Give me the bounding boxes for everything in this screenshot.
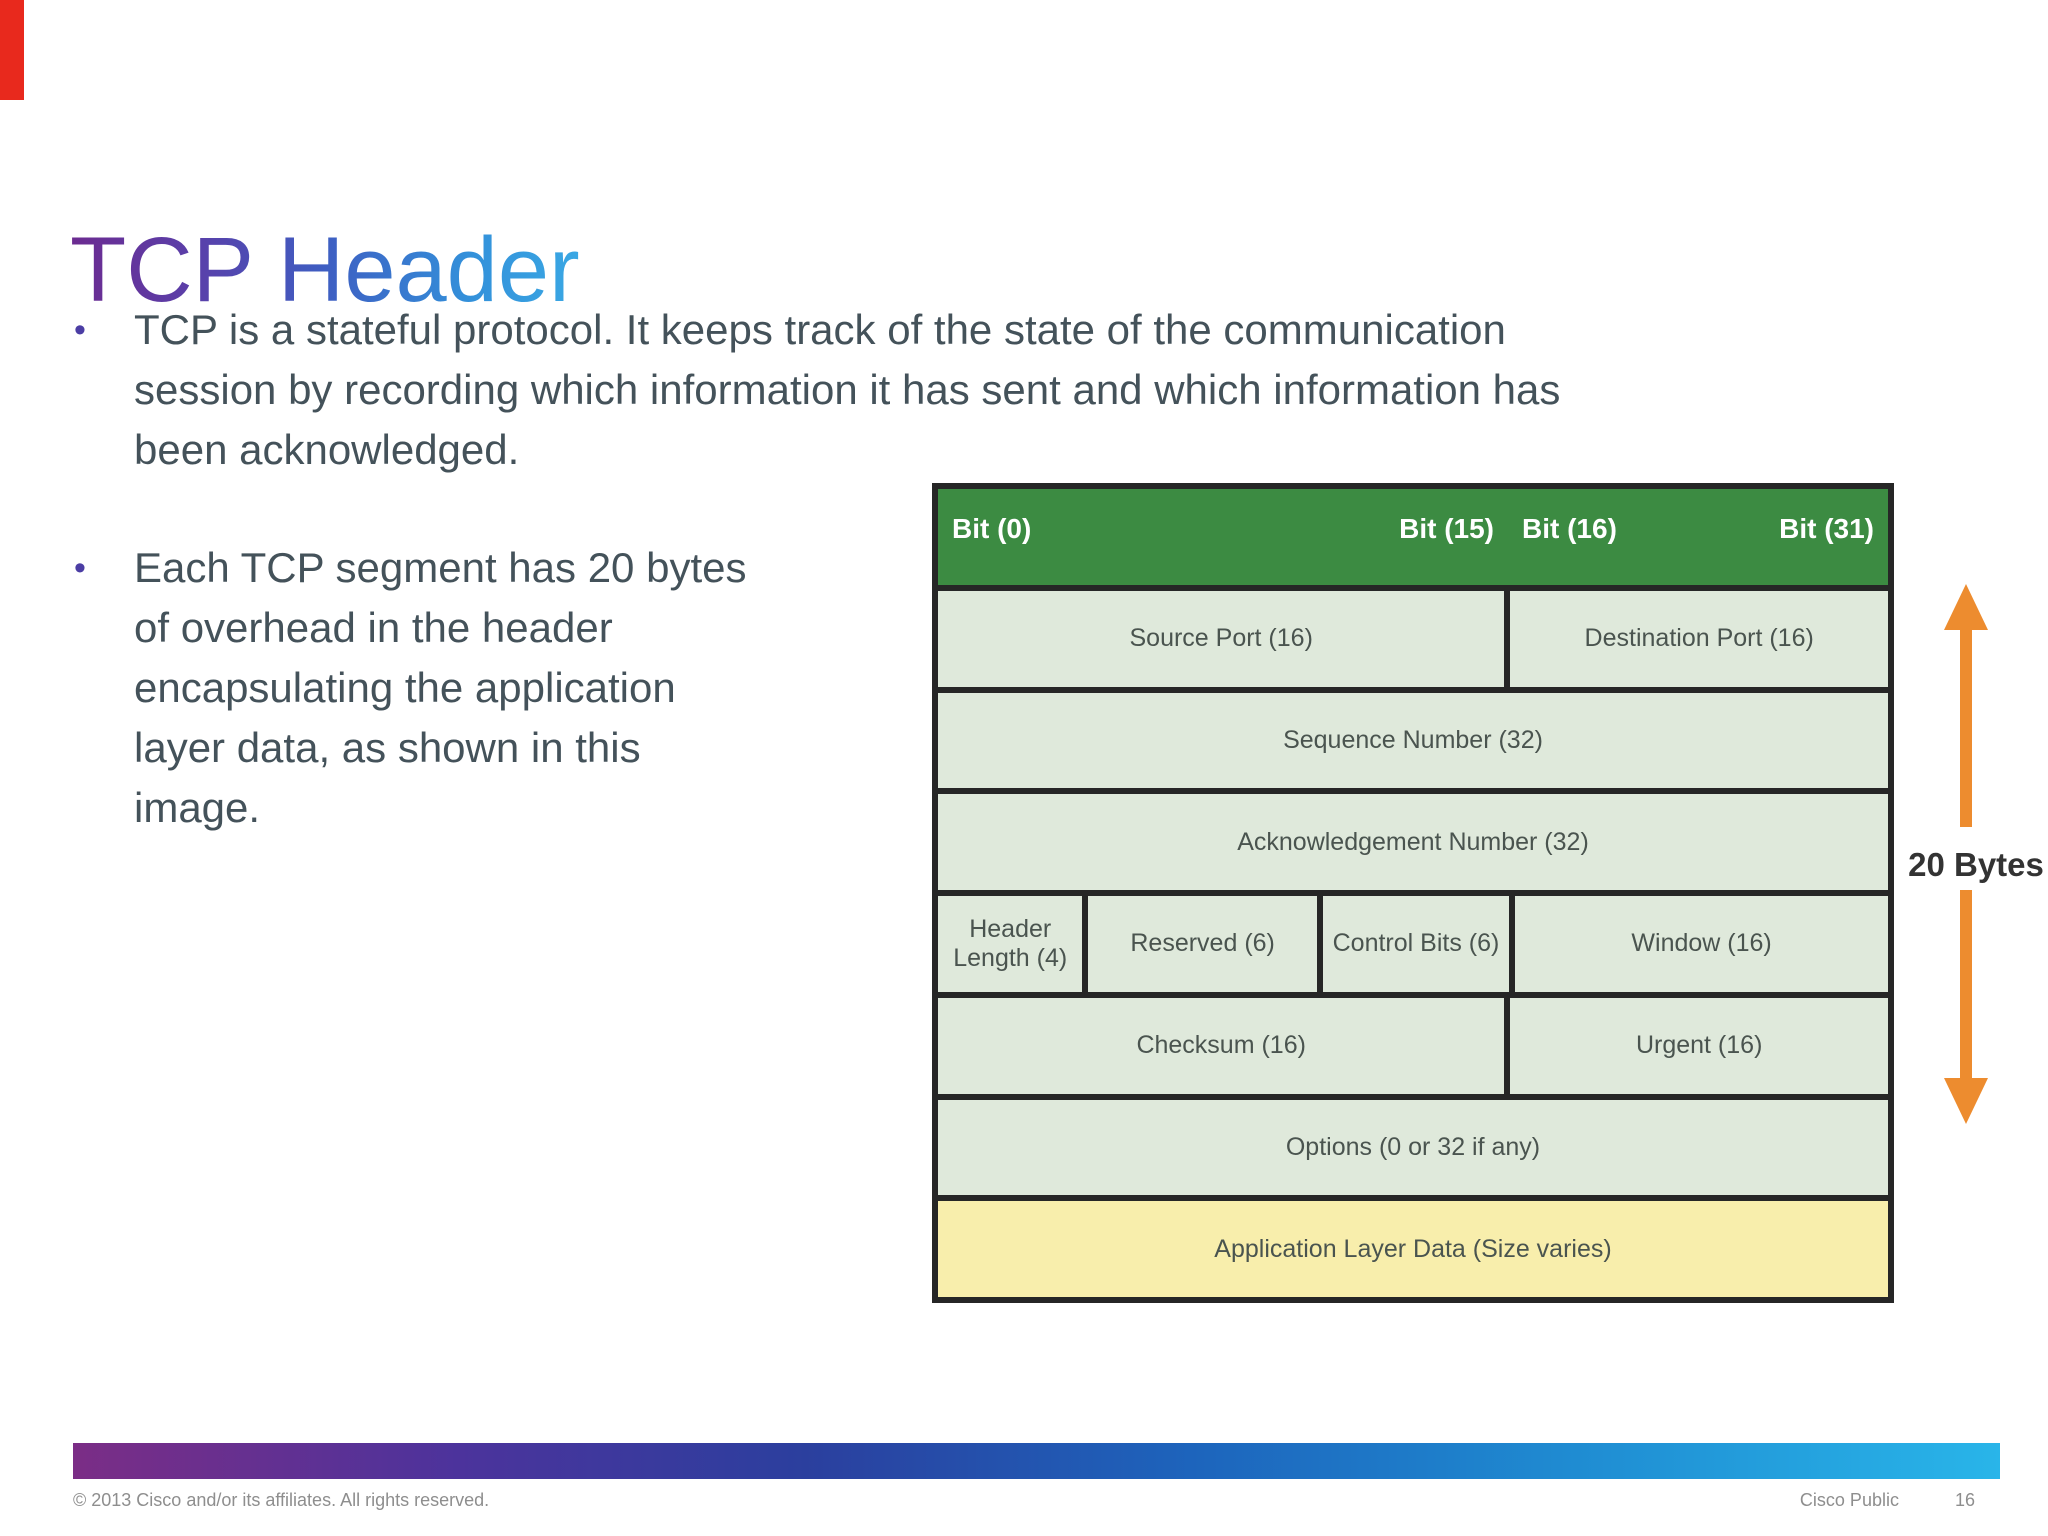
diagram-row-sequence: Sequence Number (32) <box>938 692 1888 789</box>
footer-right-group: Cisco Public 16 <box>1800 1490 1975 1511</box>
field-options: Options (0 or 32 if any) <box>938 1099 1888 1196</box>
field-control-bits: Control Bits (6) <box>1322 896 1510 992</box>
footer-copyright: © 2013 Cisco and/or its affiliates. All … <box>73 1490 490 1510</box>
diagram-row-checksum: Checksum (16) Urgent (16) <box>938 997 1888 1094</box>
bullet-marker: • <box>74 311 86 349</box>
diagram-row-options: Options (0 or 32 if any) <box>938 1099 1888 1196</box>
footer-classification: Cisco Public <box>1799 1490 1899 1510</box>
footer-gradient-bar <box>73 1443 2000 1479</box>
field-sequence-number: Sequence Number (32) <box>938 692 1888 789</box>
diagram-row-application-data: Application Layer Data (Size varies) <box>938 1201 1888 1297</box>
bullet-item: • TCP is a stateful protocol. It keeps t… <box>74 300 1560 480</box>
diagram-row-acknowledgement: Acknowledgement Number (32) <box>938 794 1888 890</box>
bullet-item: • Each TCP segment has 20 bytes of overh… <box>74 538 746 838</box>
footer-page-number: 16 <box>1954 1490 1975 1510</box>
field-destination-port: Destination Port (16) <box>1510 590 1888 687</box>
bit31-label: Bit (31) <box>1779 512 1874 544</box>
field-window: Window (16) <box>1515 896 1888 992</box>
bit15-label: Bit (15) <box>1399 512 1494 544</box>
diagram-row-bits: Bit (0) Bit (15) Bit (16) Bit (31) <box>938 489 1888 585</box>
twenty-bytes-arrow-icon <box>1944 584 1988 1124</box>
bullet-marker: • <box>74 549 86 587</box>
twenty-bytes-label: 20 Bytes <box>1908 846 2044 883</box>
bit16-label: Bit (16) <box>1522 512 1617 544</box>
field-urgent: Urgent (16) <box>1510 997 1888 1094</box>
bullet-text-stateful: TCP is a stateful protocol. It keeps tra… <box>134 306 1561 473</box>
field-reserved: Reserved (6) <box>1088 896 1317 992</box>
field-source-port: Source Port (16) <box>938 590 1505 687</box>
page-title: TCP Header <box>70 218 580 321</box>
diagram-row-flags: Header Length (4) Reserved (6) Control B… <box>938 896 1888 992</box>
footer: © 2013 Cisco and/or its affiliates. All … <box>73 1490 1975 1511</box>
tcp-header-diagram: Bit (0) Bit (15) Bit (16) Bit (31) Sourc… <box>932 483 1894 1303</box>
corner-accent-bar <box>0 0 24 100</box>
bullet-text-overhead: Each TCP segment has 20 bytes of overhea… <box>134 544 747 831</box>
field-header-length: Header Length (4) <box>938 896 1083 992</box>
diagram-row-ports: Source Port (16) Destination Port (16) <box>938 590 1888 687</box>
bit-scale-right-half: Bit (16) Bit (31) <box>1508 512 1888 559</box>
bit-scale-left-half: Bit (0) Bit (15) <box>938 512 1508 559</box>
bit0-label: Bit (0) <box>952 512 1032 544</box>
field-application-layer-data: Application Layer Data (Size varies) <box>938 1201 1888 1297</box>
field-acknowledgement-number: Acknowledgement Number (32) <box>938 794 1888 890</box>
bit-scale-header: Bit (0) Bit (15) Bit (16) Bit (31) <box>938 489 1888 585</box>
field-checksum: Checksum (16) <box>938 997 1505 1094</box>
